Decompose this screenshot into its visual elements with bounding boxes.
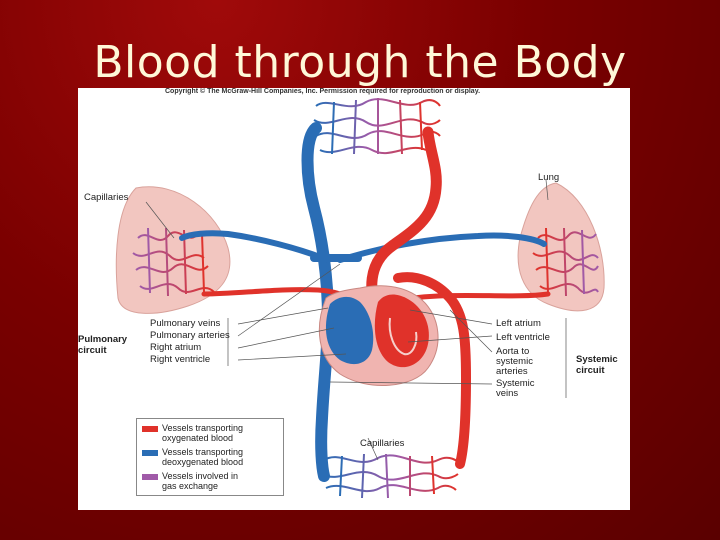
copyright-notice: Copyright © The McGraw-Hill Companies, I… <box>165 88 481 95</box>
legend-oxygenated-line2: oxygenated blood <box>162 433 234 443</box>
legend-oxygenated-line1: Vessels transporting <box>162 423 244 433</box>
label-capillaries-lung: Capillaries <box>84 192 129 203</box>
label-right-atrium: Right atrium <box>150 342 202 353</box>
label-systemic-veins-1: Systemic <box>496 378 535 389</box>
legend-deoxygenated-line1: Vessels transporting <box>162 447 244 457</box>
legend-gas-exchange-line1: Vessels involved in <box>162 471 239 481</box>
label-pulmonary-veins: Pulmonary veins <box>150 318 221 329</box>
label-left-atrium: Left atrium <box>496 318 541 329</box>
upper-body-capillaries <box>313 98 441 155</box>
lower-body-capillaries <box>321 453 459 499</box>
heart <box>318 285 439 386</box>
legend-item-oxygenated: Vessels transporting oxygenated blood <box>142 423 277 443</box>
label-lung: Lung <box>538 172 560 183</box>
label-pulmonary-arteries: Pulmonary arteries <box>150 330 230 341</box>
circulation-diagram: Copyright © The McGraw-Hill Companies, I… <box>78 88 630 510</box>
label-leader-lines <box>145 179 567 461</box>
label-pulmonary-circuit-1: Pulmonary <box>78 334 128 345</box>
legend-item-gas-exchange: Vessels involved in gas exchange <box>142 471 277 491</box>
label-right-ventricle: Right ventricle <box>150 354 211 365</box>
left-lung <box>115 186 231 314</box>
legend-swatch-oxygenated <box>142 426 158 432</box>
label-capillaries-body: Capillaries <box>360 438 405 449</box>
label-aorta-2: systemic <box>496 356 533 367</box>
label-aorta-1: Aorta to <box>496 346 530 357</box>
label-aorta-3: arteries <box>496 366 528 377</box>
pulmonary-arteries <box>179 230 547 263</box>
aorta <box>366 126 472 469</box>
circulation-illustration <box>115 98 605 499</box>
right-lung-capillaries <box>532 227 599 297</box>
label-systemic-circuit-1: Systemic <box>576 354 618 365</box>
legend-swatch-gas-exchange <box>142 474 158 480</box>
label-pulmonary-circuit-2: circuit <box>78 345 107 356</box>
label-systemic-veins-2: veins <box>496 388 519 399</box>
legend-item-deoxygenated: Vessels transporting deoxygenated blood <box>142 447 277 467</box>
legend: Vessels transporting oxygenated blood Ve… <box>136 418 284 496</box>
label-left-ventricle: Left ventricle <box>496 332 550 343</box>
legend-deoxygenated-line2: deoxygenated blood <box>162 457 244 467</box>
legend-swatch-deoxygenated <box>142 450 158 456</box>
slide-title: Blood through the Body <box>93 37 627 88</box>
legend-gas-exchange-line2: gas exchange <box>162 481 219 491</box>
label-systemic-circuit-2: circuit <box>576 365 605 376</box>
